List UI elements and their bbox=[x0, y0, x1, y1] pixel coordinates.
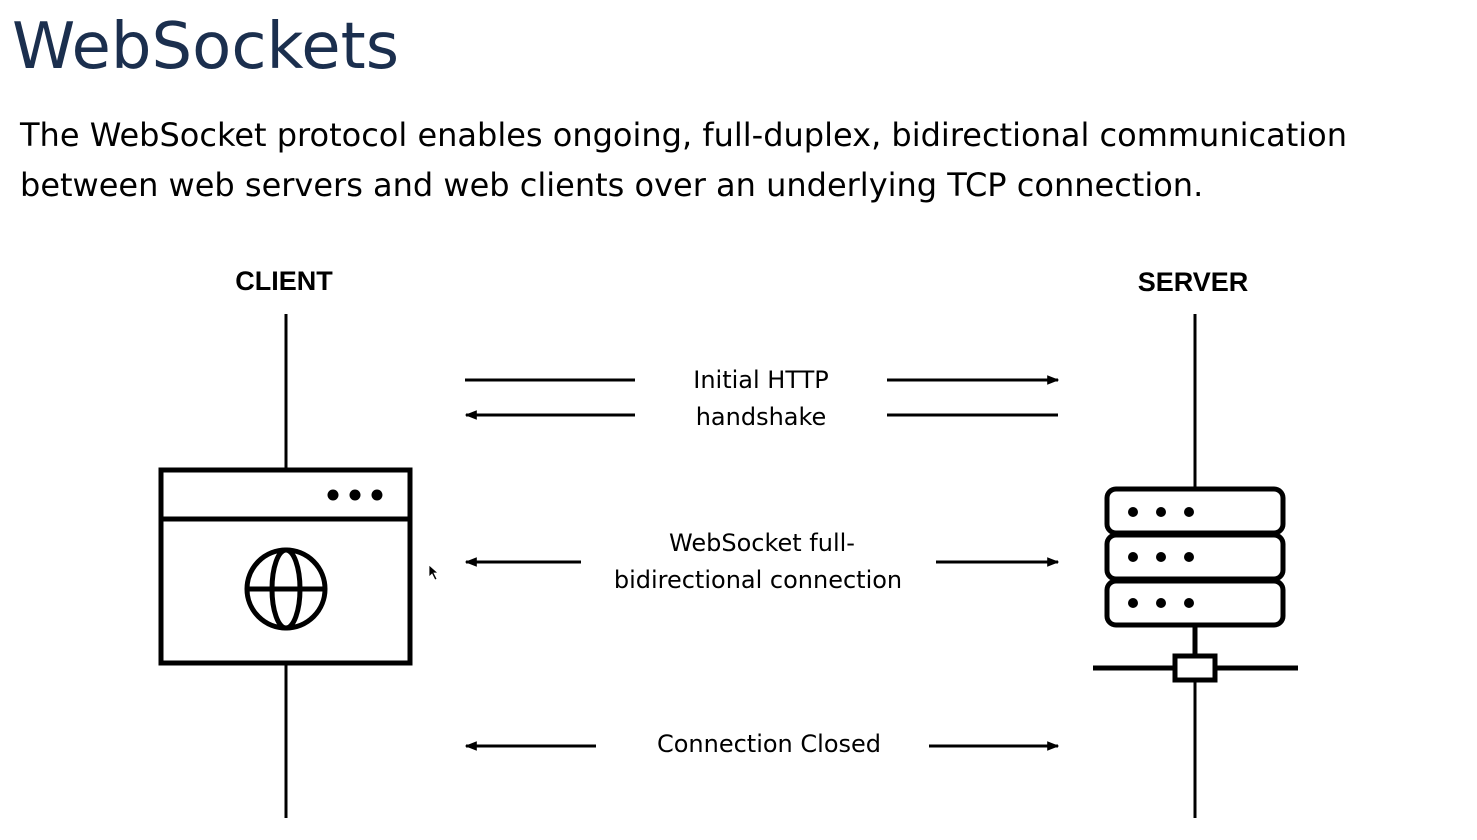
handshake-arrows bbox=[464, 375, 1060, 420]
mouse-cursor-icon bbox=[428, 564, 440, 581]
slide-title: WebSockets bbox=[12, 10, 400, 84]
globe-icon bbox=[244, 547, 328, 631]
server-header: SERVER bbox=[1138, 267, 1249, 297]
description-line-2: between web servers and web clients over… bbox=[20, 166, 1204, 204]
slide-description: The WebSocket protocol enables ongoing, … bbox=[20, 110, 1460, 210]
closed-label: Connection Closed bbox=[657, 730, 881, 758]
connection-label-line-2: bidirectional connection bbox=[614, 566, 902, 594]
server-rack-icon bbox=[1093, 486, 1298, 683]
description-line-1: The WebSocket protocol enables ongoing, … bbox=[20, 116, 1347, 154]
handshake-label-line-2: handshake bbox=[696, 403, 827, 431]
browser-globe-icon bbox=[158, 467, 413, 666]
handshake-label-line-1: Initial HTTP bbox=[693, 366, 828, 394]
connection-label-line-1: WebSocket full- bbox=[669, 529, 855, 557]
client-header: CLIENT bbox=[235, 266, 333, 296]
